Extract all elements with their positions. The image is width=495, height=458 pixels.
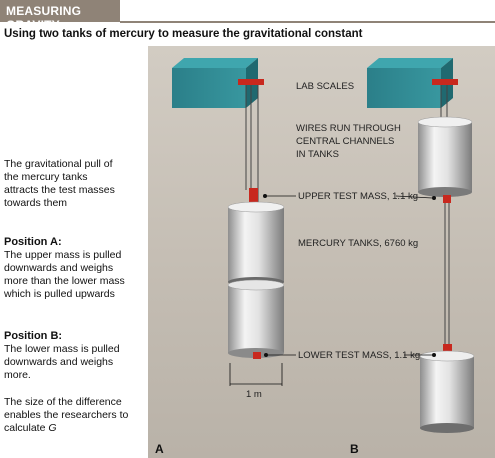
intro-line: attracts the test masses bbox=[4, 184, 115, 196]
mercury-tank-b-upper bbox=[417, 116, 473, 197]
intro-line: The gravitational pull of bbox=[4, 158, 113, 170]
mercury-tanks-label: MERCURY TANKS, 6760 kg bbox=[298, 238, 418, 249]
lab-scales-label: LAB SCALES bbox=[296, 81, 354, 92]
position-a-heading: Position A: bbox=[4, 236, 62, 248]
scale-hook-a bbox=[238, 79, 264, 85]
gravity-constant-symbol: G bbox=[48, 422, 57, 434]
scale-label: 1 m bbox=[246, 389, 262, 400]
lower-mass-pointer bbox=[432, 353, 436, 357]
intro-line: towards them bbox=[4, 197, 68, 209]
intro-text: The gravitational pull of the mercury ta… bbox=[4, 158, 146, 210]
lower-mass-label: LOWER TEST MASS, 1.1 kg bbox=[298, 350, 420, 361]
conclusion-line: calculate bbox=[4, 422, 49, 434]
position-a-block: Position A: The upper mass is pulled dow… bbox=[4, 236, 146, 301]
mercury-tank-a-lower bbox=[227, 279, 285, 358]
position-b-line: The lower mass is pulled bbox=[4, 343, 120, 355]
mercury-tank-a-upper bbox=[227, 201, 285, 287]
page-title: MEASURING GRAVITY bbox=[6, 4, 82, 32]
wires-label-line: IN TANKS bbox=[296, 149, 339, 160]
position-a-line: The upper mass is pulled bbox=[4, 249, 122, 261]
setup-b bbox=[367, 58, 475, 433]
position-b-heading: Position B: bbox=[4, 330, 63, 342]
conclusion-line: The size of the difference bbox=[4, 396, 122, 408]
header-rule bbox=[120, 21, 495, 23]
scale-bar bbox=[229, 363, 283, 386]
upper-test-mass-b bbox=[443, 195, 451, 203]
header-bar: MEASURING GRAVITY bbox=[0, 0, 120, 32]
position-a-line: which is pulled upwards bbox=[4, 288, 115, 300]
upper-mass-leader bbox=[395, 195, 433, 199]
conclusion-line: enables the researchers to bbox=[4, 409, 129, 421]
mercury-tank-b-lower bbox=[419, 350, 475, 433]
upper-test-mass-a bbox=[249, 188, 258, 204]
upper-mass-label: UPPER TEST MASS, 1.1 kg bbox=[298, 191, 418, 202]
wires-label-line: WIRES RUN THROUGH bbox=[296, 123, 401, 134]
position-a-line: more than the lower mass bbox=[4, 275, 125, 287]
wires-label-line: CENTRAL CHANNELS bbox=[296, 136, 394, 147]
lab-scale-b bbox=[367, 58, 453, 108]
position-b-line: more. bbox=[4, 369, 31, 381]
setup-b-label: B bbox=[350, 442, 359, 456]
intro-line: the mercury tanks bbox=[4, 171, 88, 183]
lower-test-mass-a bbox=[253, 352, 261, 359]
setup-a-label: A bbox=[155, 442, 164, 456]
position-a-line: downwards and weighs bbox=[4, 262, 114, 274]
upper-mass-pointer bbox=[432, 196, 436, 200]
subtitle: Using two tanks of mercury to measure th… bbox=[4, 28, 363, 40]
position-b-line: downwards and weighs bbox=[4, 356, 114, 368]
scale-hook-b bbox=[432, 79, 458, 85]
position-b-block: Position B: The lower mass is pulled dow… bbox=[4, 330, 146, 382]
setup-a bbox=[172, 58, 285, 359]
conclusion-block: The size of the difference enables the r… bbox=[4, 396, 146, 435]
